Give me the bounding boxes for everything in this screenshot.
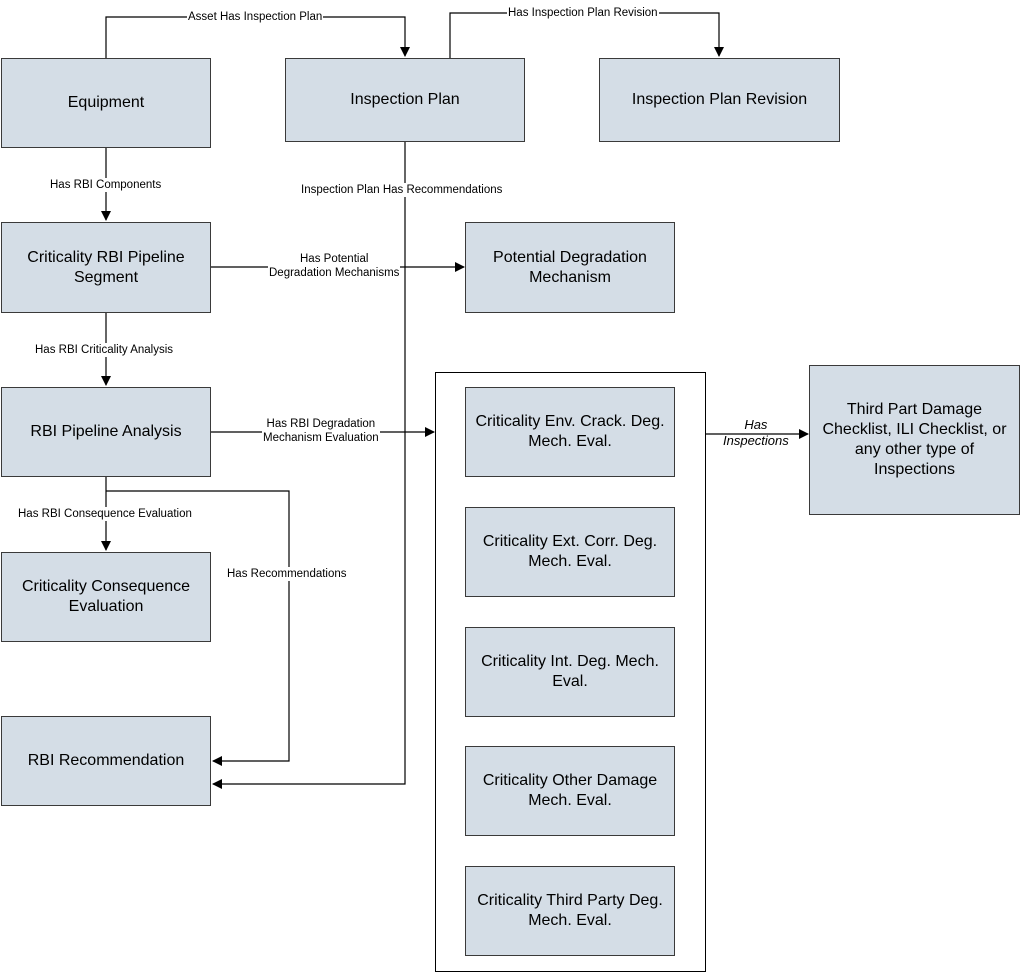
env-crack-eval-label: Criticality Env. Crack. Deg. Mech. Eval. — [475, 413, 665, 450]
int-deg-eval-label: Criticality Int. Deg. Mech. Eval. — [481, 653, 659, 690]
edge-label-asset-has-inspection-plan: Asset Has Inspection Plan — [187, 10, 324, 24]
edge-label-line: Inspections — [723, 433, 789, 448]
connector-has-recommendations — [106, 490, 290, 766]
other-damage-eval-label: Criticality Other Damage Mech. Eval. — [482, 772, 658, 809]
inspection-plan-label: Inspection Plan — [350, 91, 460, 108]
potential-degradation-mechanism-label: Potential Degradation Mechanism — [493, 248, 647, 286]
criticality-rbi-pipeline-segment-label: Criticality RBI Pipeline Segment — [27, 248, 185, 286]
potential-degradation-mechanism-box[interactable]: Potential Degradation Mechanism — [465, 222, 675, 313]
edge-label-line: Has Potential — [300, 253, 369, 265]
edge-label-has-inspection-plan-revision: Has Inspection Plan Revision — [507, 6, 659, 20]
edge-label-line: Degradation Mechanisms — [269, 267, 400, 279]
edge-label-has-rbi-degradation-mechanism-evaluation: Has RBI Degradation Mechanism Evaluation — [262, 417, 380, 445]
edge-label-has-rbi-components: Has RBI Components — [49, 178, 163, 192]
edge-label-line: Mechanism Evaluation — [263, 432, 379, 444]
edge-label-has-rbi-consequence-evaluation: Has RBI Consequence Evaluation — [17, 507, 193, 521]
third-party-deg-eval-box[interactable]: Criticality Third Party Deg. Mech. Eval. — [465, 866, 675, 956]
rbi-recommendation-box[interactable]: RBI Recommendation — [1, 716, 211, 806]
equipment-label: Equipment — [67, 94, 145, 111]
ext-corr-eval-box[interactable]: Criticality Ext. Corr. Deg. Mech. Eval. — [465, 507, 675, 597]
criticality-consequence-evaluation-label: Criticality Consequence Evaluation — [21, 578, 191, 615]
connector-inspection-plan-has-recommendations — [212, 142, 406, 789]
criticality-consequence-evaluation-box[interactable]: Criticality Consequence Evaluation — [1, 552, 211, 642]
env-crack-eval-box[interactable]: Criticality Env. Crack. Deg. Mech. Eval. — [465, 387, 675, 477]
edge-label-has-recommendations: Has Recommendations — [226, 567, 348, 581]
edge-label-has-inspections: Has Inspections — [722, 417, 790, 449]
ext-corr-eval-label: Criticality Ext. Corr. Deg. Mech. Eval. — [482, 533, 658, 570]
rbi-recommendation-label: RBI Recommendation — [27, 752, 185, 769]
third-part-damage-checklist-box[interactable]: Third Part Damage Checklist, ILI Checkli… — [809, 365, 1020, 515]
third-party-deg-eval-label: Criticality Third Party Deg. Mech. Eval. — [477, 892, 663, 929]
int-deg-eval-box[interactable]: Criticality Int. Deg. Mech. Eval. — [465, 627, 675, 717]
third-part-damage-checklist-label: Third Part Damage Checklist, ILI Checkli… — [822, 401, 1007, 478]
other-damage-eval-box[interactable]: Criticality Other Damage Mech. Eval. — [465, 746, 675, 836]
edge-label-line: Has RBI Degradation — [266, 418, 376, 430]
edge-label-has-rbi-criticality-analysis: Has RBI Criticality Analysis — [34, 343, 175, 357]
inspection-plan-box[interactable]: Inspection Plan — [285, 58, 525, 142]
rbi-pipeline-analysis-label: RBI Pipeline Analysis — [30, 423, 182, 440]
edge-label-line: Has — [744, 417, 768, 432]
edge-label-has-potential-degradation-mechanisms: Has Potential Degradation Mechanisms — [268, 252, 401, 280]
inspection-plan-revision-box[interactable]: Inspection Plan Revision — [599, 58, 840, 142]
rbi-pipeline-analysis-box[interactable]: RBI Pipeline Analysis — [1, 387, 211, 477]
criticality-rbi-pipeline-segment-box[interactable]: Criticality RBI Pipeline Segment — [1, 222, 211, 313]
equipment-box[interactable]: Equipment — [1, 58, 211, 148]
edge-label-inspection-plan-has-recommendations: Inspection Plan Has Recommendations — [300, 183, 504, 197]
inspection-plan-revision-label: Inspection Plan Revision — [631, 91, 808, 108]
